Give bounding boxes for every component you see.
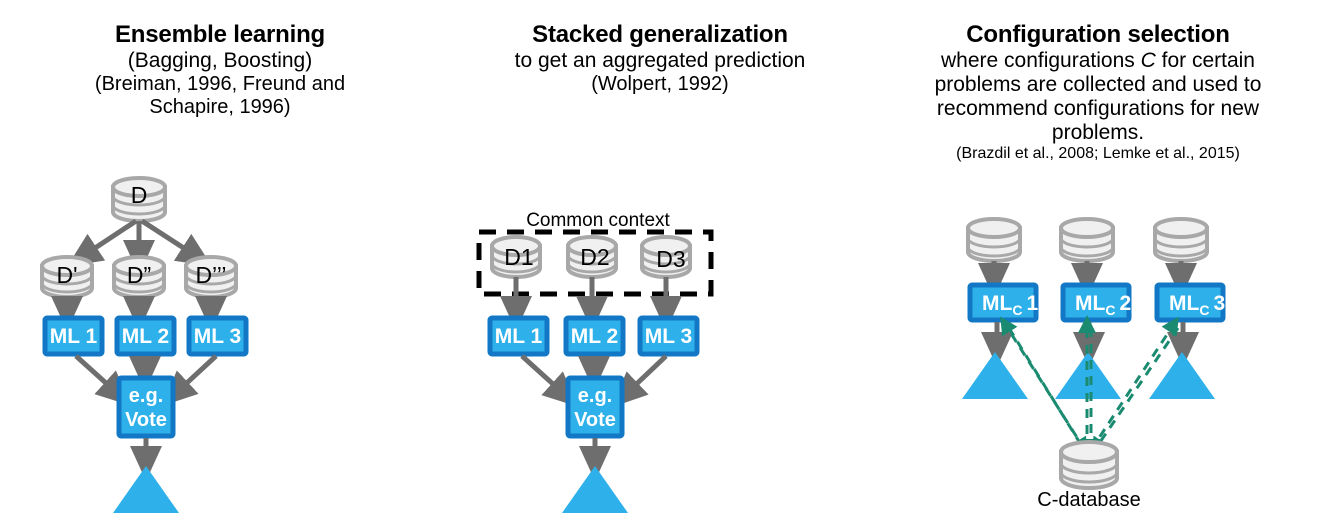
db-node-d3: D3 bbox=[640, 235, 692, 279]
panel-subtitle: where configurations C for certain probl… bbox=[878, 49, 1318, 145]
panel-subtitle: (Bagging, Boosting) bbox=[127, 48, 313, 72]
model-box-ml2[interactable]: ML 2 bbox=[563, 315, 626, 357]
output-triangle bbox=[113, 466, 179, 513]
output-triangle bbox=[562, 466, 628, 513]
combiner-label-line2: Vote bbox=[125, 409, 167, 431]
db-node-top-3 bbox=[1153, 217, 1209, 263]
panel-configuration-selection: Configuration selection where configurat… bbox=[878, 0, 1318, 526]
model-box-ml1[interactable]: ML 1 bbox=[42, 315, 105, 357]
stacked-diagram: Common context D1 D2 bbox=[476, 210, 714, 513]
model-label-base: ML bbox=[1169, 292, 1199, 315]
db-node-top-2 bbox=[1059, 217, 1115, 263]
model-label-base: ML bbox=[982, 292, 1012, 315]
model-label-subscript: C bbox=[1012, 302, 1022, 318]
db-label: D1 bbox=[504, 244, 533, 270]
db-node-top-1 bbox=[966, 217, 1022, 263]
model-label: ML 3 bbox=[194, 325, 241, 348]
model-label-index: 1 bbox=[1026, 292, 1038, 315]
db-node-d-tprime: D’’’ bbox=[184, 255, 238, 299]
page-title: Ensemble learning bbox=[115, 21, 325, 48]
output-triangle-2 bbox=[1055, 352, 1121, 399]
db-node-root: D bbox=[111, 176, 167, 223]
subtitle-post: for certain problems are collected and u… bbox=[934, 48, 1262, 144]
db-node-d-prime: D' bbox=[40, 255, 94, 299]
common-context-box bbox=[476, 229, 714, 297]
combiner-box-vote[interactable]: e.g. Vote bbox=[116, 375, 176, 439]
model-label-index: 3 bbox=[1213, 292, 1225, 315]
panel-stacked-header: Stacked generalization to get an aggrega… bbox=[440, 21, 880, 96]
edge-root-to-d1 bbox=[67, 218, 138, 267]
combiner-label-line2: Vote bbox=[574, 409, 616, 431]
db-node-d1: D1 bbox=[490, 235, 542, 279]
page-title: Configuration selection bbox=[966, 21, 1230, 48]
output-triangle-1 bbox=[962, 352, 1028, 399]
edge-root-to-d3 bbox=[140, 218, 212, 267]
combiner-box-vote[interactable]: e.g. Vote bbox=[565, 375, 625, 439]
db-node-d2: D2 bbox=[566, 235, 618, 279]
model-label-subscript: C bbox=[1105, 302, 1115, 318]
db-label: D” bbox=[127, 262, 151, 288]
edge-ml3-to-vote bbox=[162, 354, 218, 406]
model-box-ml3[interactable]: ML 3 bbox=[186, 315, 249, 357]
subtitle-italic-c: C bbox=[1140, 48, 1156, 72]
db-label: D bbox=[131, 182, 148, 208]
output-triangle-3 bbox=[1149, 352, 1215, 399]
panel-citation: (Breiman, 1996, Freund and Schapire, 199… bbox=[94, 72, 346, 118]
edge-mlc1-to-store bbox=[1007, 327, 1088, 456]
edge-ml1-to-vote bbox=[74, 354, 132, 406]
model-label-base: ML bbox=[1075, 292, 1105, 315]
model-label-subscript: C bbox=[1199, 302, 1209, 318]
combiner-label-line1: e.g. bbox=[578, 385, 612, 407]
common-context-label: Common context bbox=[526, 210, 670, 231]
db-label: D2 bbox=[580, 244, 609, 270]
model-label: ML 1 bbox=[50, 325, 98, 348]
model-box-ml1[interactable]: ML 1 bbox=[487, 315, 550, 357]
panel-subtitle: to get an aggregated prediction bbox=[514, 48, 806, 72]
edge-ml1-to-vote bbox=[520, 354, 579, 407]
panel-citation: (Wolpert, 1992) bbox=[591, 72, 729, 95]
edge-ml3-to-vote bbox=[612, 354, 668, 408]
panel-ensemble-learning: Ensemble learning (Bagging, Boosting) (B… bbox=[0, 0, 440, 526]
model-label: ML 1 bbox=[495, 325, 543, 348]
store-label: C-database bbox=[1037, 489, 1140, 511]
panel-citation: (Brazdil et al., 2008; Lemke et al., 201… bbox=[956, 144, 1240, 162]
ensemble-diagram: D D' D” bbox=[40, 176, 249, 513]
model-label: ML 3 bbox=[645, 325, 692, 348]
db-label: D’’’ bbox=[195, 262, 226, 288]
model-box-ml3[interactable]: ML 3 bbox=[637, 315, 700, 357]
edge-mlc3-to-store bbox=[1090, 327, 1180, 456]
combiner-label-line1: e.g. bbox=[129, 385, 163, 407]
db-label: D3 bbox=[656, 246, 685, 272]
model-box-ml2[interactable]: ML 2 bbox=[114, 315, 177, 357]
page-title: Stacked generalization bbox=[532, 21, 788, 48]
db-node-d-dprime: D” bbox=[112, 255, 166, 299]
model-label: ML 2 bbox=[571, 325, 618, 348]
model-label: ML 2 bbox=[122, 325, 169, 348]
db-label: D' bbox=[56, 262, 77, 288]
model-label-index: 2 bbox=[1119, 292, 1131, 315]
panel-ensemble-header: Ensemble learning (Bagging, Boosting) (B… bbox=[0, 21, 440, 118]
panel-stacked-generalization: Stacked generalization to get an aggrega… bbox=[440, 0, 880, 526]
panel-config-header: Configuration selection where configurat… bbox=[878, 21, 1318, 163]
db-node-c-database bbox=[1059, 440, 1119, 490]
subtitle-pre: where configurations bbox=[940, 48, 1141, 72]
